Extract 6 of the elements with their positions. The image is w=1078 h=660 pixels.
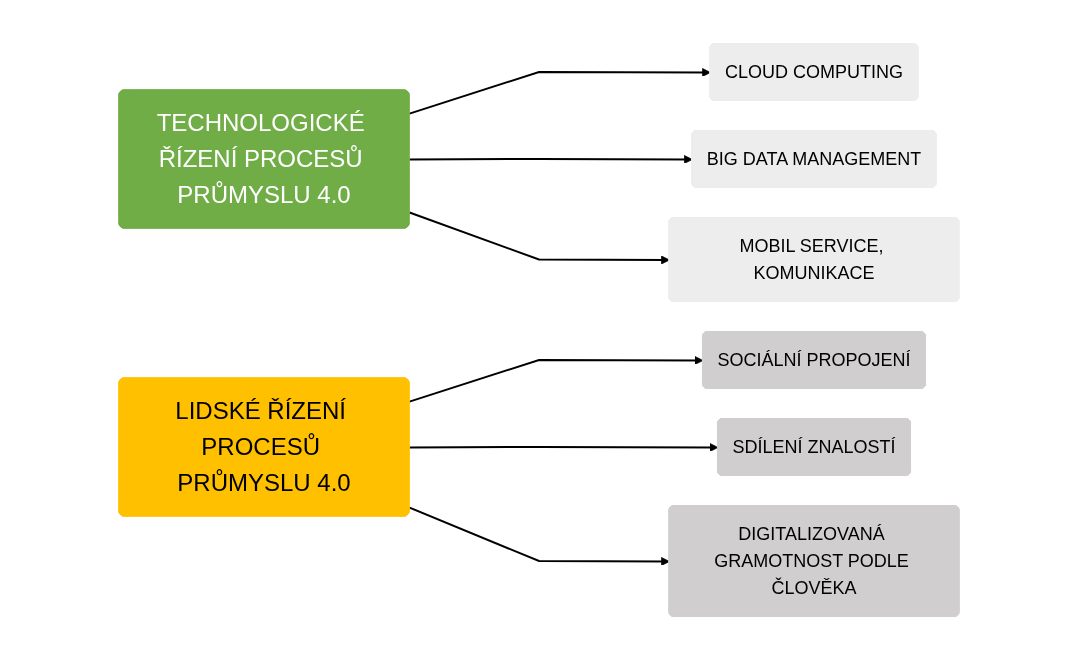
arrow (408, 356, 704, 403)
arrow (408, 211, 670, 265)
arrow (408, 443, 719, 452)
arrow (408, 155, 693, 164)
arrow (408, 68, 711, 115)
arrow (408, 506, 670, 566)
